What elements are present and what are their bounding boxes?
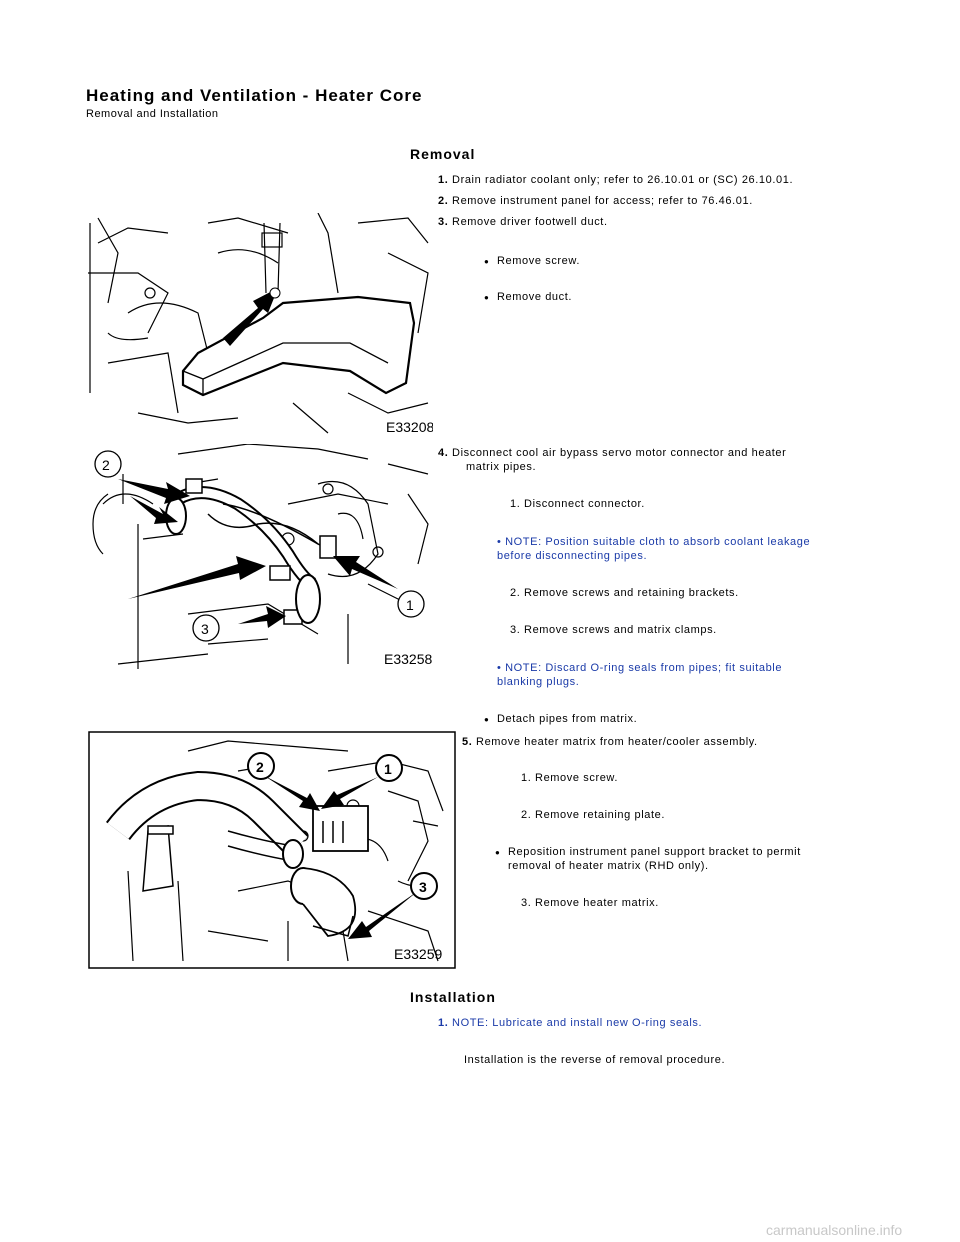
step-5-bullet-1b: removal of heater matrix (RHD only). bbox=[508, 860, 709, 872]
figure-code: E33258 bbox=[384, 651, 432, 667]
installation-heading: Installation bbox=[410, 989, 496, 1005]
step-4-bullet-1: Detach pipes from matrix. bbox=[484, 712, 637, 727]
step-4-continued: matrix pipes. bbox=[466, 461, 537, 473]
callout-3: 3 bbox=[201, 621, 209, 637]
step-2: 2. Remove instrument panel for access; r… bbox=[438, 195, 753, 207]
figure-code: E33208 bbox=[386, 419, 433, 435]
step-4-note-2a: • NOTE: Discard O-ring seals from pipes;… bbox=[497, 662, 783, 674]
callout-2: 2 bbox=[256, 759, 264, 775]
step-5-sub-3: 3. Remove heater matrix. bbox=[521, 897, 659, 909]
figure-heater-matrix: 2 1 3 E33259 bbox=[88, 731, 456, 969]
step-5-sub-1: 1. Remove screw. bbox=[521, 772, 619, 784]
installation-text: Installation is the reverse of removal p… bbox=[464, 1054, 726, 1066]
figure-code: E33259 bbox=[394, 946, 442, 962]
callout-1: 1 bbox=[406, 597, 414, 613]
step-4-note-1b: before disconnecting pipes. bbox=[497, 550, 648, 562]
step-4-sub-3: 3. Remove screws and matrix clamps. bbox=[510, 624, 717, 636]
page-subtitle: Removal and Installation bbox=[86, 108, 219, 120]
page-title: Heating and Ventilation - Heater Core bbox=[86, 86, 423, 105]
removal-heading: Removal bbox=[410, 146, 476, 162]
step-3-bullet-1: Remove screw. bbox=[484, 254, 580, 269]
figure-footwell-duct: E33208 bbox=[88, 213, 433, 438]
watermark: carmanualsonline.info bbox=[766, 1222, 903, 1238]
step-4: 4. Disconnect cool air bypass servo moto… bbox=[438, 447, 787, 459]
step-3-bullet-2: Remove duct. bbox=[484, 290, 572, 305]
callout-2: 2 bbox=[102, 457, 110, 473]
step-4-note-1a: • NOTE: Position suitable cloth to absor… bbox=[497, 536, 811, 548]
step-5-sub-2: 2. Remove retaining plate. bbox=[521, 809, 666, 821]
step-4-note-2b: blanking plugs. bbox=[497, 676, 580, 688]
step-4-sub-1: 1. Disconnect connector. bbox=[510, 498, 645, 510]
callout-3: 3 bbox=[419, 879, 427, 895]
installation-step-1: 1. NOTE: Lubricate and install new O-rin… bbox=[438, 1017, 703, 1029]
callout-1: 1 bbox=[384, 761, 392, 777]
step-5: 5. Remove heater matrix from heater/cool… bbox=[462, 736, 758, 748]
step-1: 1. Drain radiator coolant only; refer to… bbox=[438, 174, 794, 186]
step-4-sub-2: 2. Remove screws and retaining brackets. bbox=[510, 587, 739, 599]
step-5-bullet-1a: Reposition instrument panel support brac… bbox=[495, 845, 801, 860]
figure-servo-connector: 2 1 3 E33258 bbox=[88, 444, 433, 669]
step-3: 3. Remove driver footwell duct. bbox=[438, 216, 608, 228]
